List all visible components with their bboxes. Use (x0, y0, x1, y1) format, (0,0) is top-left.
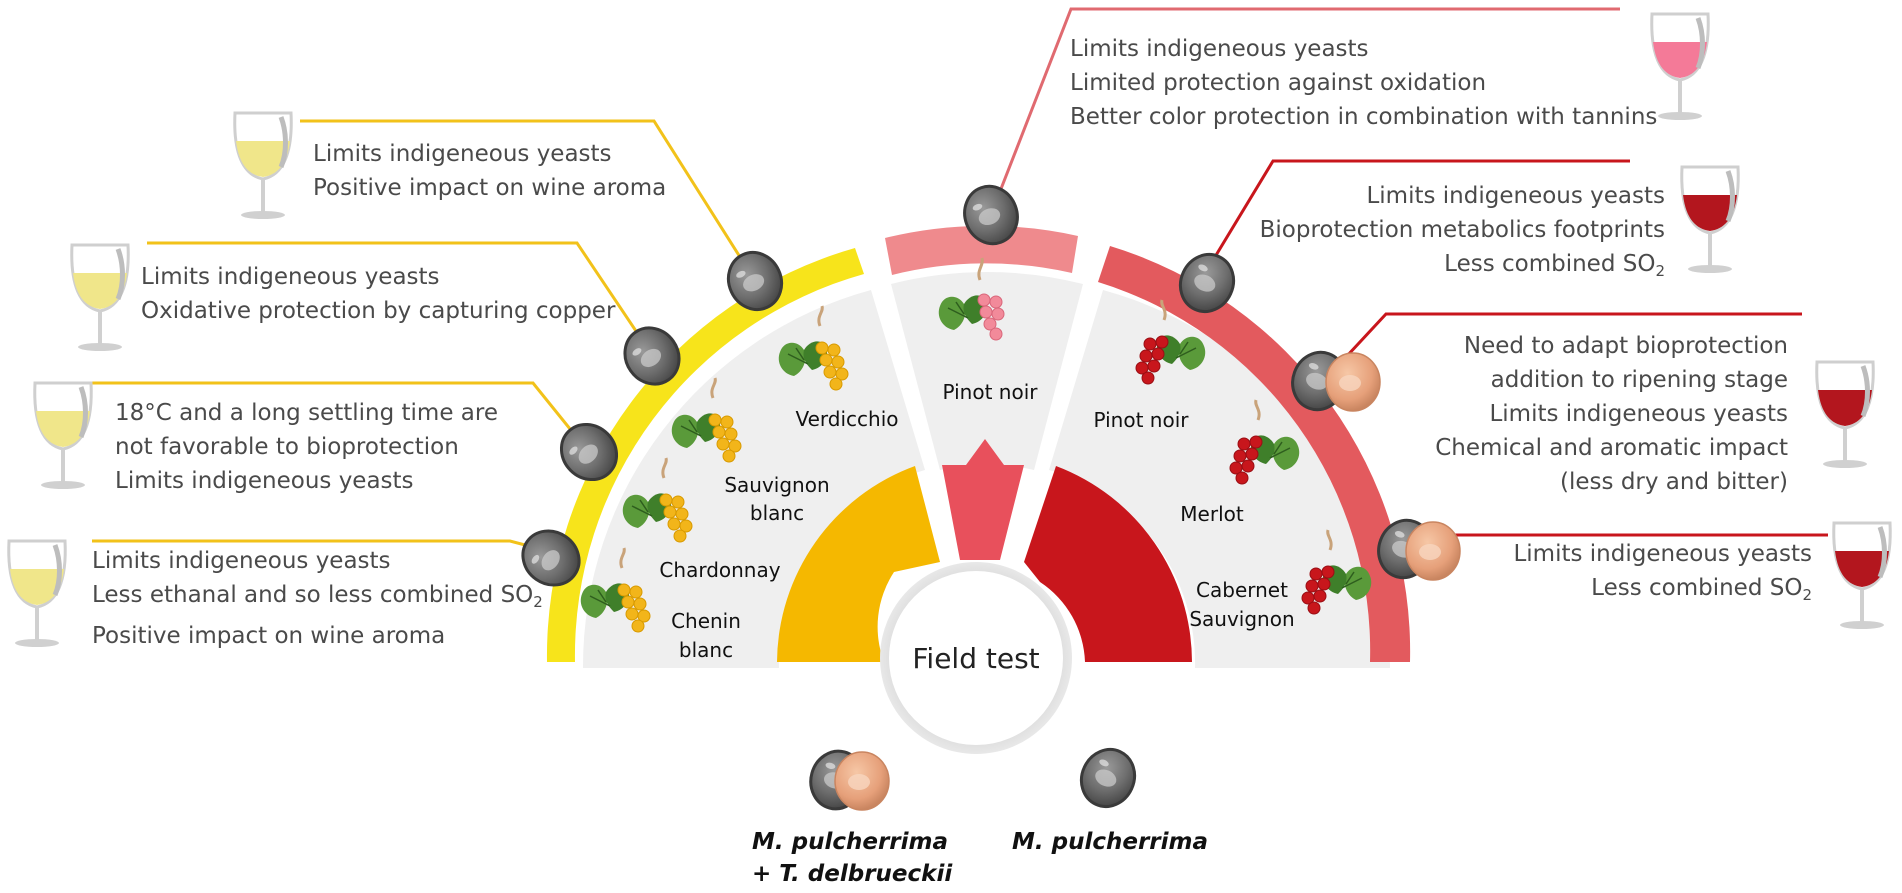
legend-mp-label: M. pulcherrima (1012, 826, 1208, 858)
red-grape-icon (1301, 529, 1372, 615)
white-grape-icon (622, 457, 693, 543)
sector-white-inner (777, 466, 940, 662)
callout-line: Limits indigeneous yeasts (115, 468, 414, 494)
line-sauvignon (147, 241, 654, 356)
callout-verdicchio: Limits indigeneous yeasts Positive impac… (313, 137, 666, 205)
white-grape-icon (671, 377, 742, 463)
callout-text: Less combined (1591, 575, 1770, 601)
callout-text: Less ethanal and so less combined (92, 582, 501, 608)
connector-lines (90, 7, 1828, 562)
red-wine-glass-icon (1832, 521, 1892, 629)
legend-mp-td-icon (802, 743, 890, 817)
callout-line: Limits indigeneous yeasts (92, 548, 391, 574)
label-sauvignon-1: Sauvignon (724, 473, 829, 497)
callout-merlot: Need to adapt bioprotection addition to … (1435, 329, 1788, 499)
field-test-circle (889, 571, 1063, 745)
wine-glasses (7, 12, 1892, 647)
sector-rose-inner (942, 439, 1024, 560)
arc-red-wine (1098, 246, 1411, 662)
arrow-red (1040, 522, 1094, 582)
callout-line: Less combined SO2 (1513, 571, 1812, 612)
white-grape-icon (580, 547, 651, 633)
line-chardonnay (90, 381, 589, 451)
field-test-label: Field test (912, 642, 1039, 675)
line-pinot-rose (990, 7, 1620, 213)
white-grape-icon (778, 305, 849, 391)
label-verdicchio: Verdicchio (795, 407, 898, 431)
callout-line: Limits indigeneous yeasts (1366, 183, 1665, 209)
sector-red-inner (1024, 466, 1192, 662)
callout-line: Limited protection against oxidation (1070, 70, 1487, 96)
grape-icons (580, 257, 1372, 633)
callout-sauvignon: Limits indigeneous yeasts Oxidative prot… (141, 260, 615, 328)
white-wine-glass-icon (70, 243, 130, 351)
callout-line: Oxidative protection by capturing copper (141, 298, 616, 324)
line-verdicchio (300, 119, 754, 277)
label-cabernet-1: Cabernet (1196, 578, 1288, 602)
callout-line: (less dry and bitter) (1560, 469, 1788, 495)
callout-chardonnay: 18°C and a long settling time are not fa… (115, 396, 498, 498)
callout-line: Chemical and aromatic impact (1435, 435, 1788, 461)
callout-line: Less ethanal and so less combined SO2 (92, 578, 543, 619)
panel-red (1049, 290, 1391, 668)
arrow-white (850, 522, 894, 572)
callout-line: Limits indigeneous yeasts (1070, 36, 1369, 62)
legend-mp-td-label: M. pulcherrima + T. delbrueckii (752, 826, 953, 890)
label-merlot: Merlot (1180, 502, 1244, 526)
callout-line: Better color protection in combination w… (1070, 104, 1658, 130)
legend-line: M. pulcherrima (752, 829, 949, 855)
so2-subscript: 2 (533, 593, 543, 611)
arc-rose-wine (885, 225, 1078, 275)
callout-line: Positive impact on wine aroma (313, 175, 667, 201)
legend-mp-icon (1070, 739, 1146, 817)
so2-subscript: 2 (1655, 262, 1665, 280)
label-cabernet-2: Sauvignon (1189, 607, 1294, 631)
callout-line: Need to adapt bioprotection (1463, 333, 1788, 359)
callout-line: addition to ripening stage (1490, 367, 1788, 393)
line-pinot-red (1196, 159, 1630, 286)
variety-labels: Verdicchio Sauvignon blanc Chardonnay Ch… (659, 380, 1294, 662)
callout-pinot-rose: Limits indigeneous yeasts Limited protec… (1070, 32, 1657, 134)
label-pinot-noir-red: Pinot noir (1094, 408, 1190, 432)
callout-line: Limits indigeneous yeasts (1489, 401, 1788, 427)
callout-line: Bioprotection metabolics footprints (1259, 217, 1665, 243)
callout-line: Limits indigeneous yeasts (313, 141, 612, 167)
label-chenin-2: blanc (679, 638, 733, 662)
callout-line: not favorable to bioprotection (115, 434, 459, 460)
red-wine-glass-icon (1680, 165, 1740, 273)
legend-line: + T. delbrueckii (752, 861, 953, 887)
callout-cabernet: Limits indigeneous yeasts Less combined … (1513, 537, 1812, 612)
label-pinot-noir-rose: Pinot noir (943, 380, 1039, 404)
so2-formula: SO (1622, 251, 1656, 277)
so2-formula: SO (500, 582, 534, 608)
legend-line: M. pulcherrima (1012, 829, 1209, 855)
callout-chenin: Limits indigeneous yeasts Less ethanal a… (92, 544, 543, 653)
callout-line: Less combined SO2 (1260, 247, 1665, 288)
so2-formula: SO (1769, 575, 1803, 601)
so2-subscript: 2 (1802, 586, 1812, 604)
label-chardonnay: Chardonnay (659, 558, 780, 582)
rose-grape-icon (938, 257, 1005, 341)
label-chenin-1: Chenin (671, 609, 741, 633)
label-sauvignon-2: blanc (750, 501, 804, 525)
white-wine-glass-icon (33, 381, 93, 489)
callout-pinot-red: Limits indigeneous yeasts Bioprotection … (1260, 179, 1665, 288)
panel-rose (891, 271, 1083, 470)
rose-wine-glass-icon (1650, 12, 1710, 120)
red-wine-glass-icon (1815, 360, 1875, 468)
white-wine-glass-icon (7, 539, 67, 647)
callout-line: Limits indigeneous yeasts (1513, 541, 1812, 567)
callout-line: Positive impact on wine aroma (92, 623, 446, 649)
callout-line: 18°C and a long settling time are (115, 400, 498, 426)
red-grape-icon (1135, 299, 1206, 385)
callout-line: Limits indigeneous yeasts (141, 264, 440, 290)
callout-text: Less combined (1444, 251, 1623, 277)
red-grape-icon (1229, 399, 1300, 485)
white-wine-glass-icon (233, 111, 293, 219)
